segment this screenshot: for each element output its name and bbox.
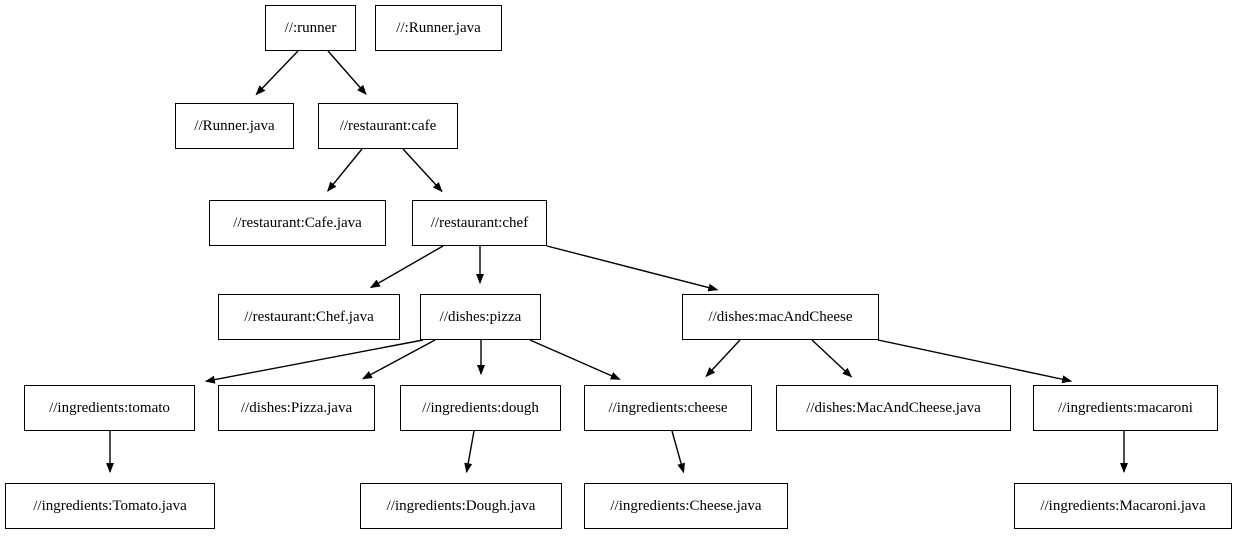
graph-edge-dishes_pizza-to-pizza_java [362,339,436,380]
graph-node-label: //ingredients:Cheese.java [610,497,762,514]
graph-node-chef_java[interactable]: //restaurant:Chef.java [218,294,400,340]
graph-node-label: //:Runner.java [396,19,481,36]
graph-node-label: //ingredients:dough [422,399,539,416]
graph-node-ing_tomato[interactable]: //ingredients:tomato [24,385,195,431]
graph-node-tomato_java[interactable]: //ingredients:Tomato.java [5,483,215,529]
graph-node-dishes_pizza[interactable]: //dishes:pizza [420,294,541,340]
graph-edge-dishes_mac-to-mac_java [811,339,853,378]
graph-edge-dishes_mac-to-ing_cheese [705,339,741,378]
graph-node-label: //Runner.java [194,117,275,134]
graph-edge-runner-to-runner_java [255,50,299,96]
graph-node-label: //dishes:pizza [439,308,522,325]
graph-node-pizza_java[interactable]: //dishes:Pizza.java [218,385,375,431]
graph-edge-ing_dough-to-dough_java [464,430,475,474]
graph-node-cheese_java[interactable]: //ingredients:Cheese.java [584,483,788,529]
graph-edge-dishes_pizza-to-ing_cheese [529,339,621,381]
graph-edge-dishes_mac-to-ing_macaroni [877,339,1073,384]
graph-node-label: //dishes:Pizza.java [240,399,353,416]
graph-node-label: //ingredients:Dough.java [386,497,536,514]
graph-node-label: //dishes:macAndCheese [708,308,853,325]
graph-node-runner_java[interactable]: //Runner.java [175,103,294,149]
graph-node-runner[interactable]: //:runner [265,5,356,51]
graph-node-label: //ingredients:tomato [49,399,170,416]
graph-edge-restaurant_cafe-to-restaurant_chef [402,148,443,193]
graph-node-dishes_mac[interactable]: //dishes:macAndCheese [682,294,879,340]
graph-node-label: //restaurant:cafe [339,117,437,134]
graph-node-label: //ingredients:macaroni [1058,399,1193,416]
graph-edge-dishes_pizza-to-ing_tomato [204,339,424,384]
graph-node-ing_dough[interactable]: //ingredients:dough [400,385,561,431]
graph-node-label: //ingredients:Tomato.java [33,497,187,514]
graph-edge-ing_cheese-to-cheese_java [671,430,685,474]
graph-node-label: //ingredients:Macaroni.java [1040,497,1206,514]
graph-node-label: //ingredients:cheese [608,399,728,416]
graph-edge-runner-to-restaurant_cafe [327,50,367,95]
graph-edge-restaurant_cafe-to-cafe_java [327,148,363,192]
graph-node-restaurant_cafe[interactable]: //restaurant:cafe [318,103,458,149]
graph-node-label: //:runner [284,19,337,36]
graph-node-cafe_java[interactable]: //restaurant:Cafe.java [209,200,386,246]
graph-edge-restaurant_chef-to-chef_java [369,245,444,289]
graph-node-ing_cheese[interactable]: //ingredients:cheese [584,385,752,431]
graph-node-dough_java[interactable]: //ingredients:Dough.java [360,483,562,529]
graph-node-label: //dishes:MacAndCheese.java [806,399,981,416]
graph-node-root_runner_java[interactable]: //:Runner.java [375,5,502,51]
graph-node-mac_java[interactable]: //dishes:MacAndCheese.java [776,385,1011,431]
graph-node-label: //restaurant:chef [430,214,529,231]
graph-node-label: //restaurant:Chef.java [244,308,374,325]
graph-node-restaurant_chef[interactable]: //restaurant:chef [412,200,547,246]
graph-edge-restaurant_chef-to-dishes_mac [546,245,719,292]
graph-node-ing_macaroni[interactable]: //ingredients:macaroni [1033,385,1218,431]
graph-node-label: //restaurant:Cafe.java [233,214,362,231]
graph-node-macaroni_java[interactable]: //ingredients:Macaroni.java [1014,483,1232,529]
